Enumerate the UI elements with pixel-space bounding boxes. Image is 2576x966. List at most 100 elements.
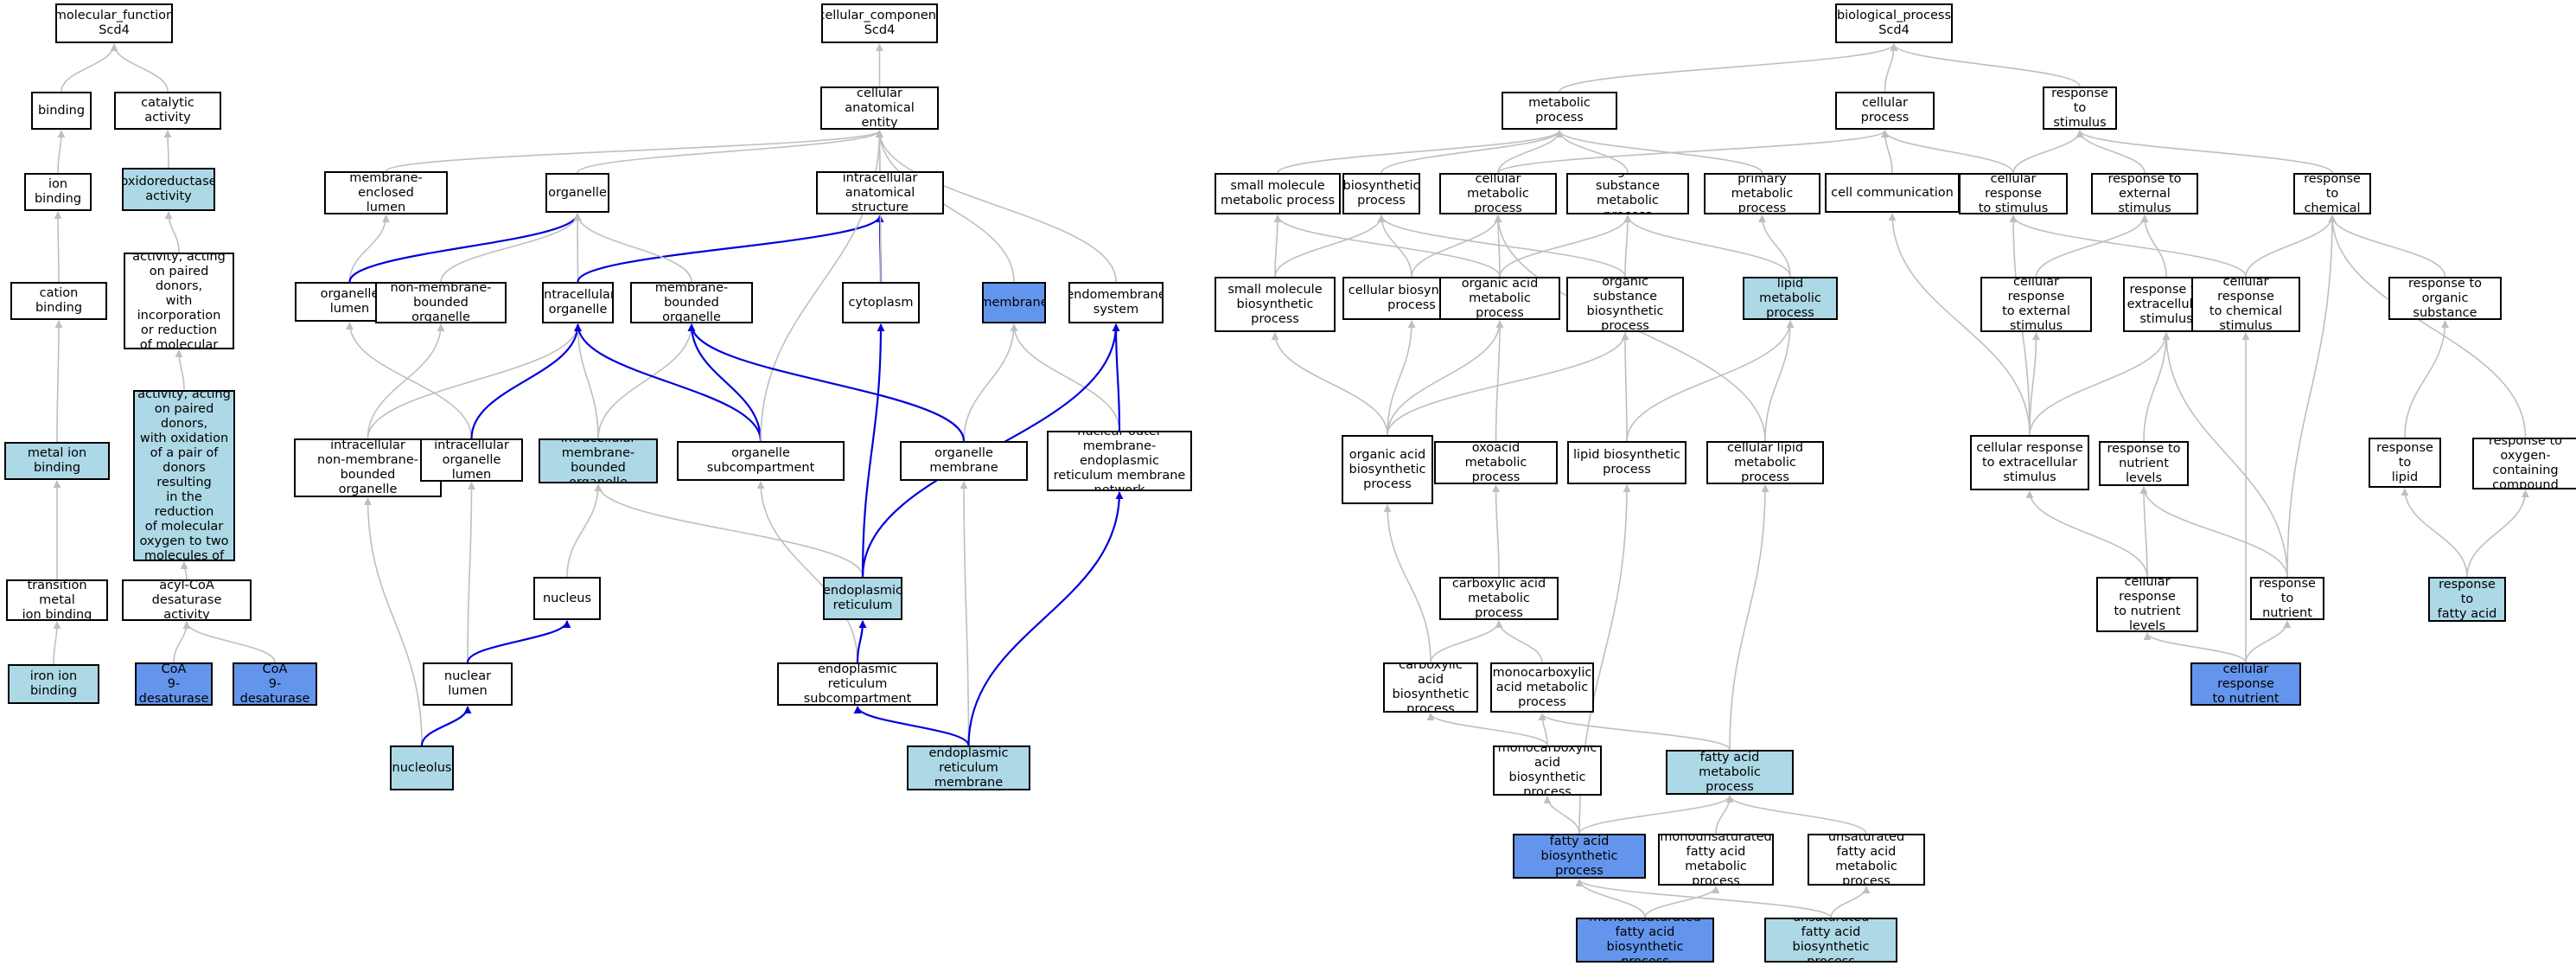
- go-term-node-lipid-bio: lipid biosynthetic process: [1567, 441, 1687, 484]
- go-term-node-resp-nutrient: response to nutrient: [2250, 577, 2324, 620]
- go-term-node-er: endoplasmic reticulum: [823, 577, 902, 620]
- go-term-node-biosynthetic: biosynthetic process: [1342, 173, 1420, 214]
- edge-is-a-resp_chem-to-resp_stim: [2075, 130, 2333, 174]
- go-term-node-cell-resp-stim: cellular response to stimulus: [1959, 173, 2068, 214]
- go-term-node-nucleus: nucleus: [533, 577, 601, 620]
- go-term-node-unsat-met: unsaturated fatty acid metabolic process: [1808, 834, 1925, 886]
- edge-is-a-org_membrane-to-membrane: [963, 323, 1018, 442]
- edge-is-a-monocarb_bio-to-carbox_bio: [1426, 713, 1548, 746]
- go-term-node-org-subcomp: organelle subcompartment: [677, 441, 845, 481]
- go-term-node-resp-org-subst: response to organic substance: [2388, 277, 2502, 320]
- go-term-node-cell-resp-extracell: cellular response to extracellular stimu…: [1970, 435, 2089, 490]
- edge-is-a-cell_resp_ext-to-resp_ext_stim: [2035, 214, 2149, 278]
- edge-is-a-endomembrane-to-cae: [876, 130, 1117, 283]
- go-term-node-ias: intracellular anatomical structure: [816, 171, 944, 214]
- go-term-node-binding: binding: [31, 92, 92, 130]
- edge-is-a-stearoyl-to-acyl_coa: [173, 621, 191, 663]
- go-term-node-carbox-met: carboxylic acid metabolic process: [1439, 577, 1559, 620]
- edge-is-a-fatty_met-to-cell_lipid_met: [1729, 484, 1769, 751]
- go-term-node-org-subst-met: organic substance metabolic process: [1566, 173, 1689, 214]
- edge-is-a-resp_fatty-to-resp_lipid: [2401, 488, 2468, 578]
- go-term-node-cell-comm: cell communication: [1825, 173, 1960, 213]
- edge-part-of-intra_org-to-ias: [577, 214, 884, 283]
- go-term-node-resp-lipid: response to lipid: [2369, 438, 2441, 488]
- edge-is-a-mel-to-cae: [385, 130, 883, 172]
- go-term-node-monocarb-bio: monocarboxylic acid biosynthetic process: [1493, 745, 1602, 796]
- edge-is-a-carbox_met-to-oxoacid_met: [1492, 484, 1501, 578]
- go-term-node-resp-fatty: response to fatty acid: [2428, 577, 2506, 622]
- edge-is-a-mbo-to-organelle: [573, 213, 692, 283]
- go-term-node-fatty-met: fatty acid metabolic process: [1666, 750, 1794, 795]
- go-term-node-cell-resp-chem: cellular response to chemical stimulus: [2191, 277, 2300, 332]
- edge-part-of-er_membrane-to-nomerm: [967, 491, 1124, 746]
- edge-is-a-mono_fatty_bio-to-mono_fatty_met: [1644, 886, 1720, 918]
- go-term-node-carbox-bio: carboxylic acid biosynthetic process: [1383, 662, 1478, 713]
- go-term-node-transition-metal: transition metal ion binding: [6, 579, 108, 621]
- edge-is-a-palmitoyl-to-acyl_coa: [182, 621, 276, 663]
- go-term-node-cell-resp-ext: cellular response to external stimulus: [1980, 277, 2092, 332]
- edge-is-a-iron_ion-to-transition_metal: [53, 621, 61, 665]
- edge-is-a-oxido_paired_oxid-to-oxido_paired_incorp: [175, 349, 185, 391]
- edge-is-a-membrane-to-cae: [876, 130, 1015, 283]
- edge-is-a-cell_resp_nutr_levels-to-resp_nutr_levels: [2139, 486, 2148, 578]
- edge-is-a-fatty_met-to-monocarb_met: [1538, 713, 1731, 751]
- go-term-node-oxido-paired-incorp: oxidoreductase activity, acting on paire…: [124, 253, 234, 349]
- edge-is-a-cell_bio-to-cell_met: [1411, 214, 1502, 278]
- edge-is-a-cell_resp_extracell-to-resp_extracell: [2029, 332, 2171, 436]
- go-term-node-oxoacid-met: oxoacid metabolic process: [1434, 441, 1558, 484]
- edge-is-a-org_acid_bio-to-org_subst_bio: [1387, 332, 1629, 436]
- edge-is-a-imbo-to-mbo: [597, 323, 696, 439]
- go-term-node-mbo: membrane-bounded organelle: [630, 282, 753, 323]
- go-term-node-membrane: membrane: [982, 282, 1046, 323]
- edge-is-a-unsat_bio-to-fatty_bio: [1575, 879, 1832, 918]
- edge-is-a-oxido_paired_incorp-to-oxidoreductase: [164, 211, 180, 253]
- edge-part-of-organelle_lumen-to-organelle: [348, 213, 582, 283]
- edge-is-a-org_acid_bio-to-org_acid_met: [1387, 320, 1504, 436]
- go-term-node-ion-binding: ion binding: [24, 173, 92, 211]
- go-term-node-er-membrane: endoplasmic reticulum membrane: [907, 745, 1030, 790]
- edge-is-a-unsat_bio-to-unsat_met: [1830, 886, 1871, 918]
- edge-is-a-resp_fatty-to-resp_oxygen: [2466, 489, 2529, 578]
- go-term-node-bp-root: biological_process Scd4: [1835, 3, 1953, 43]
- edge-is-a-cell_resp_nutr_levels-to-cell_resp_extracell: [2025, 490, 2148, 578]
- edge-is-a-resp_nutrient-to-resp_nutr_levels: [2139, 486, 2288, 578]
- edge-is-a-cell_resp_nutrient-to-resp_nutrient: [2245, 620, 2292, 663]
- edge-is-a-lipid_met-to-primary_met: [1758, 214, 1791, 278]
- edge-is-a-primary_met-to-metabolic: [1555, 130, 1763, 174]
- edge-is-a-small_mol_bio-to-small_mol_met: [1273, 214, 1282, 278]
- edge-is-a-intra_org-to-organelle: [573, 213, 582, 283]
- edge-is-a-er-to-imbo: [594, 483, 864, 578]
- edge-is-a-resp_extracell-to-resp_ext_stim: [2140, 214, 2167, 278]
- go-term-node-resp-nutr-levels: response to nutrient levels: [2099, 441, 2189, 486]
- go-term-node-small-mol-bio: small molecule biosynthetic process: [1215, 277, 1336, 332]
- edge-is-a-org_acid_bio-to-small_mol_bio: [1271, 332, 1388, 436]
- edge-is-a-intra_org_lumen-to-organelle_lumen: [346, 322, 473, 439]
- edge-is-a-nomerm-to-membrane: [1010, 323, 1120, 432]
- go-term-node-mono-fatty-bio: monounsaturated fatty acid biosynthetic …: [1576, 918, 1714, 963]
- go-term-node-mel: membrane-enclosed lumen: [324, 171, 448, 214]
- go-term-node-intra-org: intracellular organelle: [542, 282, 614, 323]
- edge-is-a-lipid_met-to-org_subst_met: [1623, 214, 1791, 278]
- edge-is-a-resp_oxygen-to-resp_chem: [2328, 214, 2527, 438]
- go-term-node-resp-ext-stim: response to external stimulus: [2091, 173, 2198, 214]
- edge-is-a-cation_binding-to-ion_binding: [54, 211, 62, 283]
- go-term-node-org-membrane: organelle membrane: [900, 441, 1028, 481]
- edge-is-a-fatty_bio-to-fatty_met: [1578, 795, 1734, 835]
- edge-is-a-inmbo-to-nmbo: [367, 323, 445, 439]
- edge-is-a-inmbo-to-intra_org: [367, 323, 582, 439]
- edge-is-a-resp_nutr_levels-to-resp_extracell: [2143, 332, 2171, 442]
- edge-is-a-small_mol_bio-to-biosynthetic: [1274, 214, 1386, 278]
- edge-is-a-nucleolus-to-inmbo: [364, 497, 423, 746]
- edge-part-of-er-to-cytoplasm: [861, 323, 885, 578]
- go-term-node-oxido-paired-oxid: oxidoreductase activity, acting on paire…: [133, 390, 235, 561]
- go-term-node-iron-ion: iron ion binding: [8, 664, 99, 704]
- edge-is-a-resp_lipid-to-resp_org_subst: [2404, 320, 2449, 438]
- edge-part-of-nucleolus-to-nuclear_lumen: [420, 706, 472, 746]
- edge-is-a-org_acid_bio-to-cell_bio: [1387, 320, 1416, 436]
- edge-part-of-er_membrane-to-er_subcomp: [853, 706, 970, 746]
- edge-is-a-cell_resp_chem-to-resp_chem: [2245, 214, 2337, 278]
- go-term-node-intra-org-lumen: intracellular organelle lumen: [420, 438, 523, 482]
- edge-is-a-resp_stim-to-bp_root: [1890, 43, 2081, 87]
- edge-is-a-fatty_bio-to-monocarb_bio: [1543, 796, 1580, 835]
